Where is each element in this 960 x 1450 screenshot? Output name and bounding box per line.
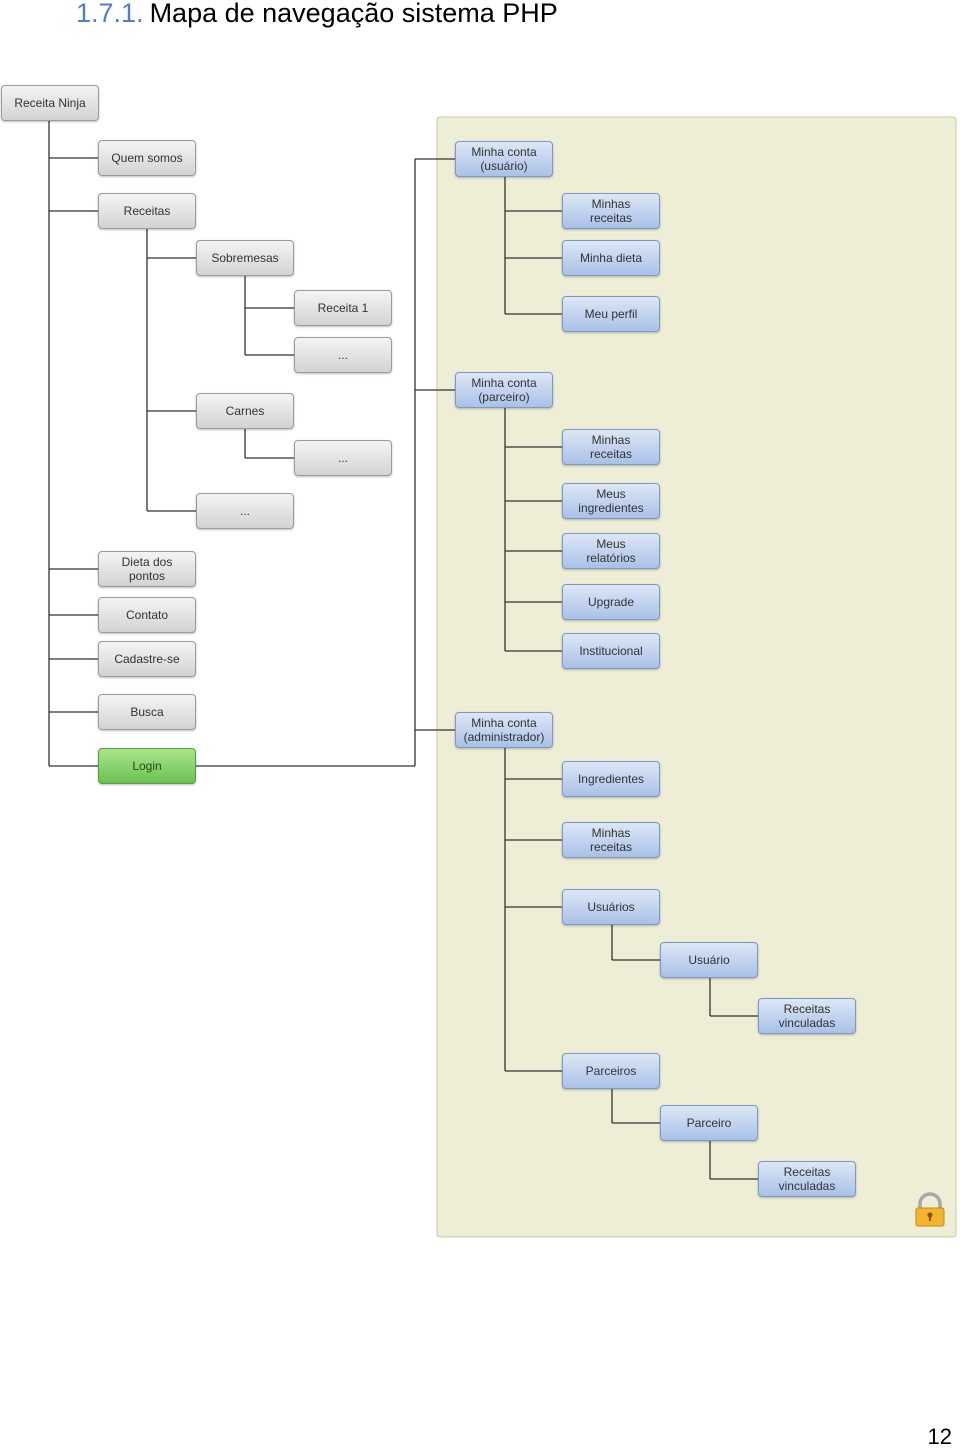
node-receitas-more: ... (196, 493, 294, 529)
node-admin-minhas-receitas: Minhas receitas (562, 822, 660, 858)
node-usuario-minha-dieta: Minha dieta (562, 240, 660, 276)
node-receita-ninja: Receita Ninja (1, 85, 99, 121)
page-number: 12 (927, 1424, 952, 1449)
restricted-area-panel (436, 116, 957, 1238)
node-dieta-dos-pontos: Dieta dos pontos (98, 551, 196, 587)
node-carnes: Carnes (196, 393, 294, 429)
node-sobremesas: Sobremesas (196, 240, 294, 276)
node-contato: Contato (98, 597, 196, 633)
node-parceiro-meus-ingredientes: Meus ingredientes (562, 483, 660, 519)
node-cadastre-se: Cadastre-se (98, 641, 196, 677)
node-conta-administrador: Minha conta (administrador) (455, 712, 553, 748)
section-number: 1.7.1. (76, 0, 144, 28)
node-usuario-meu-perfil: Meu perfil (562, 296, 660, 332)
node-login: Login (98, 748, 196, 784)
node-sobremesas-more: ... (294, 337, 392, 373)
connector-lines (48, 121, 758, 1180)
node-admin-usuario-receitas-vinculadas: Receitas vinculadas (758, 998, 856, 1034)
node-parceiro-meus-relatorios: Meus relatórios (562, 533, 660, 569)
node-conta-parceiro: Minha conta (parceiro) (455, 372, 553, 408)
node-usuario-minhas-receitas: Minhas receitas (562, 193, 660, 229)
node-parceiro-minhas-receitas: Minhas receitas (562, 429, 660, 465)
node-conta-usuario: Minha conta (usuário) (455, 141, 553, 177)
node-busca: Busca (98, 694, 196, 730)
section-title: Mapa de navegação sistema PHP (149, 0, 558, 28)
lock-icon (915, 1192, 945, 1227)
node-admin-ingredientes: Ingredientes (562, 761, 660, 797)
node-admin-parceiro: Parceiro (660, 1105, 758, 1141)
node-admin-parceiro-receitas-vinculadas: Receitas vinculadas (758, 1161, 856, 1197)
node-admin-usuarios: Usuários (562, 889, 660, 925)
node-parceiro-institucional: Institucional (562, 633, 660, 669)
node-receitas: Receitas (98, 193, 196, 229)
section-heading: 1.7.1.Mapa de navegação sistema PHP (76, 0, 558, 32)
node-carnes-more: ... (294, 440, 392, 476)
node-admin-usuario: Usuário (660, 942, 758, 978)
node-admin-parceiros: Parceiros (562, 1053, 660, 1089)
node-parceiro-upgrade: Upgrade (562, 584, 660, 620)
node-quem-somos: Quem somos (98, 140, 196, 176)
node-receita-1: Receita 1 (294, 290, 392, 326)
